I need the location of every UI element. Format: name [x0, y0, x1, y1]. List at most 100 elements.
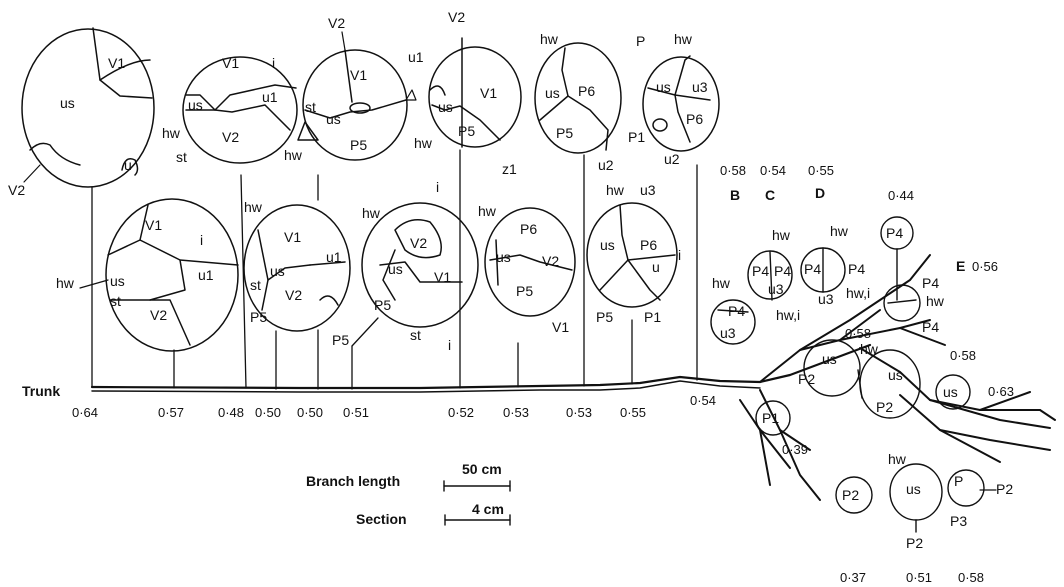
s8-label-u1: u1: [326, 249, 342, 265]
s21-label-us: us: [906, 481, 921, 497]
value-044: 0·44: [888, 188, 914, 203]
section-s17: [803, 339, 921, 419]
s4-label-V2: V2: [448, 9, 465, 25]
s6-label-u2: u2: [664, 151, 680, 167]
branch-length-label: Branch length: [306, 473, 400, 489]
s14-label-P4a: P4: [804, 261, 821, 277]
section-s16: [883, 284, 921, 322]
s9-label-st: st: [410, 327, 421, 343]
s4-label-us: us: [438, 99, 453, 115]
s12-label-hw: hw: [712, 275, 731, 291]
s8-label-P5b: P5: [332, 332, 349, 348]
s2-label-i: i: [272, 55, 275, 71]
s7-label-V2: V2: [150, 307, 167, 323]
s13-label-hw: hw: [772, 227, 791, 243]
s7-label-us: us: [110, 273, 125, 289]
marker-E-value: 0·56: [972, 259, 998, 274]
value-063: 0·63: [988, 384, 1014, 399]
s6-label-P: P: [636, 33, 645, 49]
section-s12: [710, 299, 756, 345]
marker-D: D: [815, 185, 825, 201]
s19-label-P1: P1: [762, 410, 779, 426]
value-058a: 0·58: [845, 326, 871, 341]
marker-C: C: [765, 187, 775, 203]
s17-label-us2: us: [888, 367, 903, 383]
s14-label-u3: u3: [818, 291, 834, 307]
section-s8: [243, 204, 351, 332]
trunk-value-4: 0·50: [297, 405, 323, 420]
s17-label-P2a: P2: [798, 371, 815, 387]
s17-label-P2b: P2: [876, 399, 893, 415]
s12-label-u3: u3: [720, 325, 736, 341]
section-s18: [935, 374, 971, 410]
s1-label-u: u: [124, 157, 132, 173]
s11-label-hw: hw: [606, 182, 625, 198]
section-s3: [297, 49, 408, 161]
s6-label-P1: P1: [628, 129, 645, 145]
s21-label-P2: P2: [906, 535, 923, 551]
section-scale-bar: [444, 514, 511, 526]
s10-label-P6: P6: [520, 221, 537, 237]
section-label: Section: [356, 511, 407, 527]
s2-label-us: us: [188, 97, 203, 113]
s8-label-V1: V1: [284, 229, 301, 245]
section-scale: 4 cm: [472, 501, 504, 517]
s22-label-P3: P3: [950, 513, 967, 529]
section-s11: [586, 202, 678, 308]
s1-label-us: us: [60, 95, 75, 111]
s13-label-P4b: P4: [774, 263, 791, 279]
section-s7: [105, 198, 239, 352]
s7-label-V1: V1: [145, 217, 162, 233]
s13-label-hwi: hw,i: [776, 307, 800, 323]
section-s4: [428, 37, 522, 148]
s12-label-P4: P4: [728, 303, 745, 319]
s14-label-P4b: P4: [848, 261, 865, 277]
s11-label-us: us: [600, 237, 615, 253]
s10-label-P5: P5: [516, 283, 533, 299]
s18-label-us: us: [943, 384, 958, 400]
s11-label-u3: u3: [640, 182, 656, 198]
s9-label-V2: V2: [410, 235, 427, 251]
s9-label-us: us: [388, 261, 403, 277]
s5-label-u2: u2: [598, 157, 614, 173]
s22-label-P2: P2: [996, 481, 1013, 497]
section-s6: [642, 55, 720, 152]
s6-label-us: us: [656, 79, 671, 95]
s8-label-P5: P5: [250, 309, 267, 325]
trunk-value-6: 0·52: [448, 405, 474, 420]
s8-label-us: us: [270, 263, 285, 279]
trunk-value-3: 0·50: [255, 405, 281, 420]
s3-label-st: st: [305, 99, 316, 115]
s7-label-i: i: [200, 232, 203, 248]
marker-C-value: 0·54: [760, 163, 786, 178]
trunk-lower-edge: [91, 380, 761, 393]
branch-length-scale: 50 cm: [462, 461, 502, 477]
s7-label-hw: hw: [56, 275, 75, 291]
section-s21: [889, 463, 943, 533]
branch-length-scale-bar: [443, 480, 511, 492]
trunk-value-5: 0·51: [343, 405, 369, 420]
s11-label-u: u: [652, 259, 660, 275]
s9-label-i: i: [436, 179, 439, 195]
s6-label-u3: u3: [692, 79, 708, 95]
s3-label-hw: hw: [284, 147, 303, 163]
value-058b: 0·58: [950, 348, 976, 363]
value-058c: 0·58: [958, 570, 984, 585]
s6-label-hw: hw: [674, 31, 693, 47]
section-s14: [800, 247, 846, 293]
marker-D-value: 0·55: [808, 163, 834, 178]
s11-label-P1: P1: [644, 309, 661, 325]
s13-label-u3: u3: [768, 281, 784, 297]
s17-label-us: us: [822, 351, 837, 367]
s9-label-P5: P5: [374, 297, 391, 313]
s1-label-V1: V1: [108, 55, 125, 71]
s11-label-P5: P5: [596, 309, 613, 325]
trunk-label: Trunk: [22, 383, 60, 399]
section-s13: [747, 250, 793, 301]
section-s22: [947, 469, 985, 507]
s2-label-V2: V2: [222, 129, 239, 145]
section-s1: [21, 27, 155, 188]
section-s15: [880, 216, 914, 301]
s3-label-P5: P5: [350, 137, 367, 153]
